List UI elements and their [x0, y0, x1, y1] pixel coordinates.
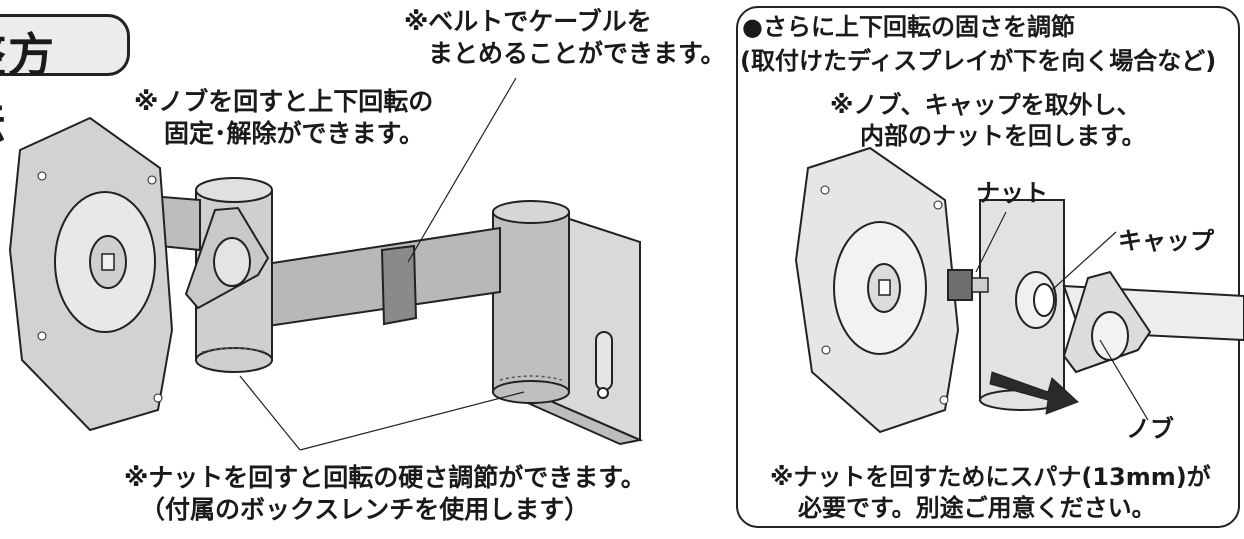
label-nut: ナット — [976, 179, 1048, 207]
label-cap: キャップ — [1118, 227, 1214, 255]
section-title: 整方法 — [0, 28, 56, 148]
section-title-tab: 整方法 — [0, 14, 130, 148]
panel-instruction: ※ノブ、キャップを取外し、 内部のナットを回します。 — [830, 91, 1146, 150]
label-knob: ノブ — [1126, 415, 1174, 443]
note-knob: ※ノブを回すと上下回転の 固定･解除ができます。 — [134, 87, 434, 148]
detail-panel — [736, 6, 1240, 528]
note-belt: ※ベルトでケーブルを まとめることができます。 — [404, 7, 726, 68]
panel-footer: ※ナットを回すためにスパナ(13mm)が 必要です。別途ご用意ください。 — [770, 463, 1211, 522]
note-nut: ※ナットを回すと回転の硬さ調節ができます。 （付属のボックスレンチを使用します） — [124, 463, 646, 524]
panel-heading: ●さらに上下回転の固さを調節 — [742, 13, 1075, 41]
monitor-arm-illustration — [8, 77, 644, 451]
panel-subheading: (取付けたディスプレイが下を向く場合など) — [740, 47, 1217, 75]
